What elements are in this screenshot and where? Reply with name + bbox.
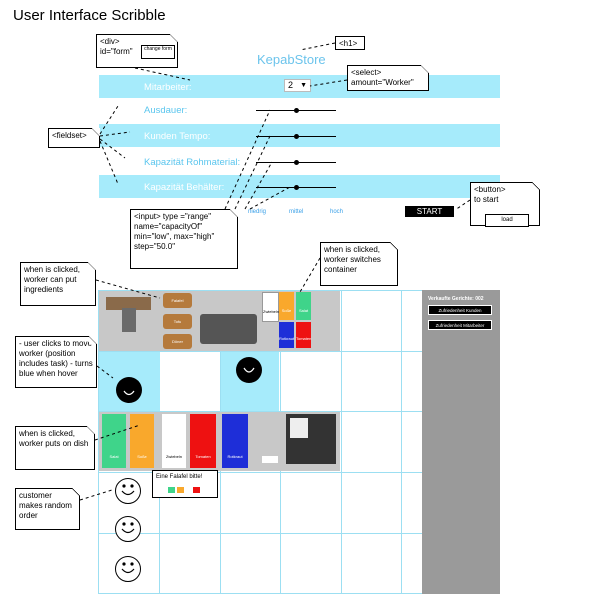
customer-2-icon: [115, 516, 141, 542]
plate[interactable]: [262, 456, 278, 463]
note-dish: when is clicked, worker puts on dish: [15, 426, 95, 470]
start-button[interactable]: START: [405, 206, 454, 217]
order-bubble: Eine Falafel bitte!: [152, 470, 218, 498]
ingredient-tofu-button[interactable]: Tofu: [163, 314, 192, 329]
chevron-down-icon: ▼: [300, 82, 307, 89]
customer-3-icon: [115, 556, 141, 582]
app-title: KepabStore: [257, 52, 326, 67]
order-text: Eine Falafel bitte!: [156, 474, 203, 480]
dish-container-rotkraut[interactable]: Rotkraut: [222, 414, 248, 468]
container-tomaten[interactable]: Tomaten: [296, 322, 311, 348]
note-customer: customer makes random order: [15, 488, 80, 530]
worker-satisfaction-button[interactable]: Zufriedenheit Mitarbeiter: [428, 320, 492, 330]
worker-select-value: 2: [288, 80, 294, 90]
rotisserie-top: [106, 297, 151, 310]
note-move-worker: - user clicks to move worker (position i…: [15, 336, 97, 388]
note-fieldset: <fieldset>: [48, 128, 100, 148]
customer-1-icon: [115, 478, 141, 504]
container-salat[interactable]: Salat: [296, 292, 311, 320]
ingredient-doener-button[interactable]: Döner: [163, 334, 192, 349]
field-label-ausdauer: Ausdauer:: [144, 105, 188, 116]
dish-container-salat[interactable]: Salat: [102, 414, 126, 468]
rotisserie-spit: [122, 308, 136, 332]
ingredient-falafel-button[interactable]: Falafel: [163, 293, 192, 308]
field-band-kundentempo: [99, 124, 500, 147]
customer-satisfaction-button[interactable]: Zufriedenheit Kunden: [428, 305, 492, 315]
field-label-behaelter: Kapazität Behälter:: [144, 182, 225, 193]
container-rotkraut[interactable]: Rotkraut: [279, 322, 294, 348]
dish-container-sosse[interactable]: Soße: [130, 414, 154, 468]
range-kundentempo-handle[interactable]: [294, 134, 299, 139]
range-rohmaterial-handle[interactable]: [294, 160, 299, 165]
note-select: <select> amount="Worker": [347, 65, 429, 91]
page-title: User Interface Scribble: [13, 7, 166, 24]
dish-machine-screen: [290, 418, 308, 438]
worker-2-icon[interactable]: [236, 357, 262, 383]
sold-dishes-label: Verkaufte Gerichte: 002: [428, 296, 484, 302]
range-label-high: hoch: [330, 209, 344, 215]
container-zwiebeln[interactable]: Zwiebeln: [262, 292, 279, 322]
note-input: <input> type ="range" name="capacityOf" …: [130, 209, 238, 269]
field-label-kundentempo: Kunden Tempo:: [144, 131, 211, 142]
note-h1: <h1>: [335, 36, 365, 50]
stats-panel: [422, 290, 500, 594]
container-sosse[interactable]: Soße: [279, 292, 294, 320]
range-label-mid: mittel: [289, 209, 304, 215]
worker-select[interactable]: 2 ▼: [284, 79, 311, 92]
note-ingredients: when is clicked, worker can put ingredie…: [20, 262, 96, 306]
worker-1-icon[interactable]: [116, 377, 142, 403]
note-worker-container: when is clicked, worker switches contain…: [320, 242, 398, 286]
grill-plate: [200, 314, 257, 344]
field-label-mitarbeiter: Mitarbeiter:: [144, 82, 192, 93]
load-arrow: load: [485, 214, 529, 227]
change-form-arrow: change form: [141, 45, 175, 59]
range-behaelter-handle[interactable]: [294, 185, 299, 190]
range-ausdauer-handle[interactable]: [294, 108, 299, 113]
dish-container-zwiebeln[interactable]: Zwiebeln: [162, 414, 186, 468]
field-label-rohmaterial: Kapazität Rohmaterial:: [144, 157, 241, 168]
field-band-behaelter: [99, 175, 500, 198]
range-label-low: niedrig: [248, 209, 267, 215]
dish-container-tomaten[interactable]: Tomaten: [190, 414, 216, 468]
